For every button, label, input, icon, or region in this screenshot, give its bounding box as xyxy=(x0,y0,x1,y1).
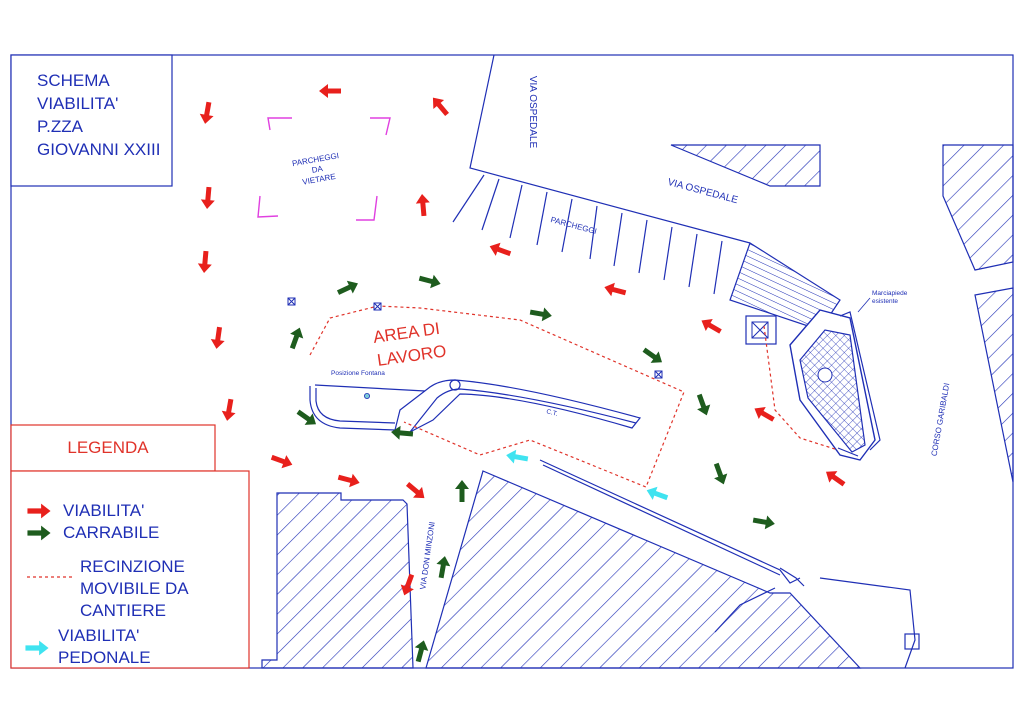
red-arrow-icon xyxy=(604,282,627,297)
green-arrow-icon xyxy=(713,462,728,485)
corso-garibaldi-label: CORSO GARIBALDI xyxy=(930,382,952,457)
red-arrow-icon xyxy=(197,250,212,273)
cyan-arrow-icon xyxy=(506,449,529,464)
red-arrow-icon xyxy=(754,406,775,422)
title-line-1: SCHEMA xyxy=(37,71,110,90)
red-arrow-icon xyxy=(270,454,293,469)
red-arrow-icon xyxy=(199,101,214,124)
fountain-position-marker xyxy=(363,392,370,399)
green-arrow-icon xyxy=(455,480,469,502)
legend-title-box xyxy=(10,424,216,472)
green-arrow-icon xyxy=(529,307,552,322)
green-arrow-icon xyxy=(642,347,663,363)
svg-text:DA: DA xyxy=(311,164,324,175)
marciapiede-label-1: Marciapiede xyxy=(872,290,908,297)
green-arrow-icon xyxy=(752,515,775,530)
red-arrow-icon xyxy=(489,242,512,257)
title-line-2: VIABILITA' xyxy=(37,94,118,113)
piazza-curves xyxy=(309,379,642,433)
red-arrow-icon xyxy=(701,318,722,334)
no-parking-area xyxy=(257,117,391,221)
legend-red-arrow xyxy=(27,503,51,519)
legend: LEGENDA VIABILITA' CARRABILE RECINZIONE … xyxy=(10,424,250,669)
red-arrow-icon xyxy=(432,97,449,117)
red-arrow-icon xyxy=(400,573,415,596)
green-arrow-icon xyxy=(336,280,358,295)
red-arrow-icon xyxy=(825,471,846,487)
green-arrow-icon xyxy=(696,393,711,416)
red-arrow-icon xyxy=(221,398,236,421)
legend-cyan-arrow xyxy=(25,640,49,656)
construction-fence xyxy=(309,305,839,488)
legend-recinzione-line-3: CANTIERE xyxy=(80,601,166,620)
title-line-4: GIOVANNI XXIII xyxy=(37,140,160,159)
title-box: SCHEMA VIABILITA' P.ZZA GIOVANNI XXIII xyxy=(10,54,173,187)
marciapiede-label-2: esistente xyxy=(872,298,898,305)
green-arrow-icon xyxy=(436,556,451,579)
posizione-fontana-label: Posizione Fontana xyxy=(331,370,385,377)
red-arrow-icon xyxy=(210,326,225,349)
title-line-3: P.ZZA xyxy=(37,117,84,136)
green-arrow-icon xyxy=(414,640,429,663)
legend-pedonale-line-1: VIABILITA' xyxy=(58,626,139,645)
red-arrow-icon xyxy=(405,482,425,499)
red-arrow-icon xyxy=(415,194,430,217)
legend-green-arrow-icon xyxy=(27,525,51,541)
parcheggi-da-vietare-label: PARCHEGGI DA VIETARE xyxy=(291,151,339,187)
legend-cyan-arrow-icon xyxy=(25,640,49,656)
via-ospedale-vertical-label: VIA OSPEDALE xyxy=(527,76,538,149)
red-arrow-icon xyxy=(319,84,341,98)
building-bottom-left xyxy=(261,492,414,669)
legend-green-arrow xyxy=(27,525,51,541)
legend-red-arrow-icon xyxy=(27,503,51,519)
svg-text:VIETARE: VIETARE xyxy=(302,172,337,187)
legend-body-box xyxy=(10,470,250,669)
legend-pedonale-line-2: PEDONALE xyxy=(58,648,151,667)
red-arrow-icon xyxy=(200,186,215,209)
traffic-arrows xyxy=(197,84,846,663)
marciapiede-leader xyxy=(857,297,871,313)
red-arrow-icon xyxy=(337,473,360,488)
legend-title: LEGENDA xyxy=(67,438,149,457)
green-arrow-icon xyxy=(296,409,317,425)
fountain-island xyxy=(745,309,881,461)
legend-carrabile-line-1: VIABILITA' xyxy=(63,501,144,520)
legend-recinzione-line-2: MOVIBILE DA xyxy=(80,579,189,598)
via-don-minzoni-label: VIA DON MINZONI xyxy=(418,521,436,590)
green-arrow-icon xyxy=(289,327,304,350)
legend-carrabile-line-2: CARRABILE xyxy=(63,523,159,542)
road-lines xyxy=(452,54,920,669)
green-arrow-icon xyxy=(391,425,414,440)
via-ospedale-label: VIA OSPEDALE xyxy=(666,177,739,206)
fence-markers xyxy=(287,297,663,379)
building-right-lower xyxy=(974,287,1014,483)
building-bottom-center xyxy=(425,470,862,669)
green-arrow-icon xyxy=(418,274,441,289)
building-right-upper xyxy=(942,144,1014,271)
building-top-center xyxy=(670,144,821,187)
cyan-arrow-icon xyxy=(646,486,669,501)
area-label-line-2: LAVORO xyxy=(376,341,448,370)
legend-recinzione-line-1: RECINZIONE xyxy=(80,557,185,576)
parcheggi-label: PARCHEGGI xyxy=(550,215,598,236)
ct-label: C.T. xyxy=(545,408,558,418)
